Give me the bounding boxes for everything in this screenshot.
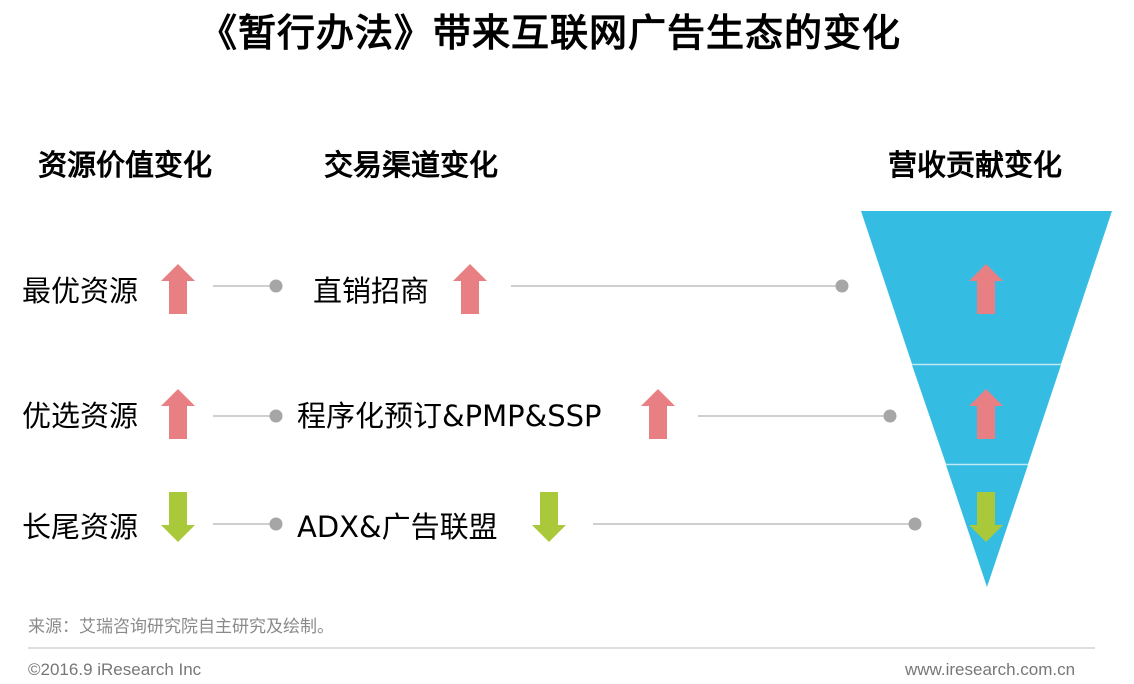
revenue-trend-arrow-up-icon (969, 264, 1003, 314)
channel-trend-arrow-up-icon (641, 389, 675, 439)
column-header-trade-channel: 交易渠道变化 (324, 148, 499, 182)
resource-label: 优选资源 (22, 399, 139, 433)
connector-dot (883, 409, 897, 423)
channel-label: ADX&广告联盟 (297, 510, 498, 544)
source-note: 来源：艾瑞咨询研究院自主研究及绘制。 (28, 617, 334, 637)
copyright: ©2016.9 iResearch Inc (28, 660, 202, 679)
connector-dot (835, 279, 849, 293)
column-header-resource-value: 资源价值变化 (38, 148, 213, 182)
revenue-trend-arrow-up-icon (969, 389, 1003, 439)
page-title: 《暂行办法》带来互联网广告生态的变化 (198, 11, 901, 55)
resource-label: 最优资源 (22, 274, 139, 308)
channel-trend-arrow-up-icon (453, 264, 487, 314)
resource-label: 长尾资源 (22, 510, 139, 544)
channel-label: 直销招商 (313, 274, 430, 308)
footer-divider (28, 647, 1095, 649)
connector-dot (269, 517, 283, 531)
connector-dot (269, 409, 283, 423)
channel-trend-arrow-down-icon (532, 492, 566, 542)
website-link[interactable]: www.iresearch.com.cn (905, 660, 1076, 679)
revenue-trend-arrow-down-icon (969, 492, 1003, 542)
channel-label: 程序化预订&PMP&SSP (297, 399, 602, 433)
connector-dot (269, 279, 283, 293)
resource-trend-arrow-up-icon (161, 264, 195, 314)
resource-trend-arrow-down-icon (161, 492, 195, 542)
column-header-revenue-contribution: 营收贡献变化 (888, 148, 1063, 182)
resource-trend-arrow-up-icon (161, 389, 195, 439)
connector-dot (908, 517, 922, 531)
